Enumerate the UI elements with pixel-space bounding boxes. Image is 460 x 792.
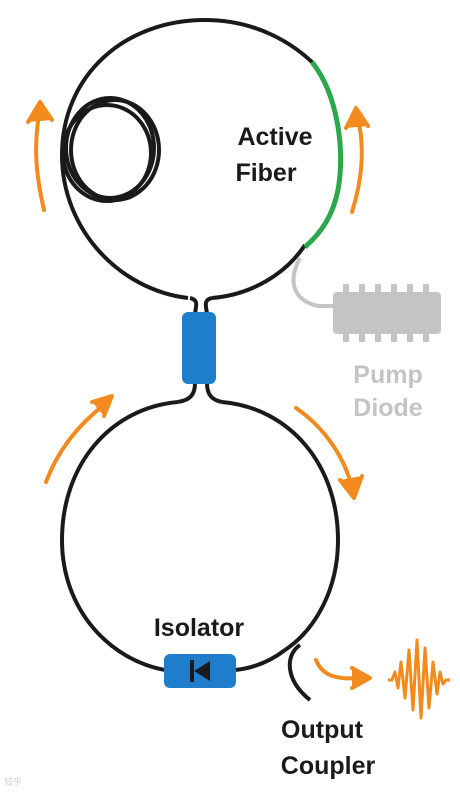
lower-ring-fiber-right bbox=[221, 400, 341, 652]
isolator bbox=[164, 654, 236, 688]
active-fiber-segment bbox=[303, 60, 344, 249]
fiber-spool-coils bbox=[61, 96, 161, 203]
output-coupler-label-line2: Coupler bbox=[281, 752, 376, 780]
upper-fiber-ring bbox=[59, 17, 344, 300]
arrow-lower-left-head bbox=[90, 394, 114, 418]
pump-diode bbox=[291, 257, 441, 342]
pump-diode-body bbox=[333, 292, 441, 334]
watermark: 知乎 bbox=[4, 778, 23, 788]
lower-ring-fiber-left bbox=[59, 400, 179, 672]
direction-arrows bbox=[26, 100, 372, 690]
arrow-lower-left bbox=[44, 403, 106, 484]
isolator-diode-bar bbox=[190, 660, 194, 682]
active-fiber-label-line2: Fiber bbox=[235, 159, 296, 187]
arrow-upper-right-head bbox=[344, 106, 370, 130]
active-fiber-label-line1: Active bbox=[237, 123, 312, 151]
arrow-upper-left-head bbox=[26, 100, 54, 124]
output-coupler-label-line1: Output bbox=[281, 716, 364, 744]
coupler-block bbox=[182, 312, 216, 384]
output-fiber bbox=[287, 643, 312, 702]
pump-diode-label-line1: Pump bbox=[353, 361, 422, 389]
arrow-lower-right-head bbox=[338, 474, 364, 500]
isolator-label: Isolator bbox=[154, 614, 245, 642]
upper-ring-fiber-lower-right bbox=[211, 243, 307, 300]
upper-ring-fiber bbox=[59, 17, 317, 300]
arrow-upper-right bbox=[350, 116, 364, 214]
pump-diode-pins bbox=[343, 284, 429, 342]
pump-fiber bbox=[291, 257, 333, 308]
arrow-output-head bbox=[350, 666, 372, 690]
isolator-diode-icon bbox=[194, 661, 210, 681]
lower-fiber-ring bbox=[59, 400, 341, 702]
output-pulse-waveform bbox=[388, 638, 450, 720]
arrow-upper-left bbox=[34, 108, 46, 212]
pump-diode-label-line2: Diode bbox=[353, 394, 423, 422]
lower-ring-fiber-bottom-right bbox=[234, 648, 287, 672]
